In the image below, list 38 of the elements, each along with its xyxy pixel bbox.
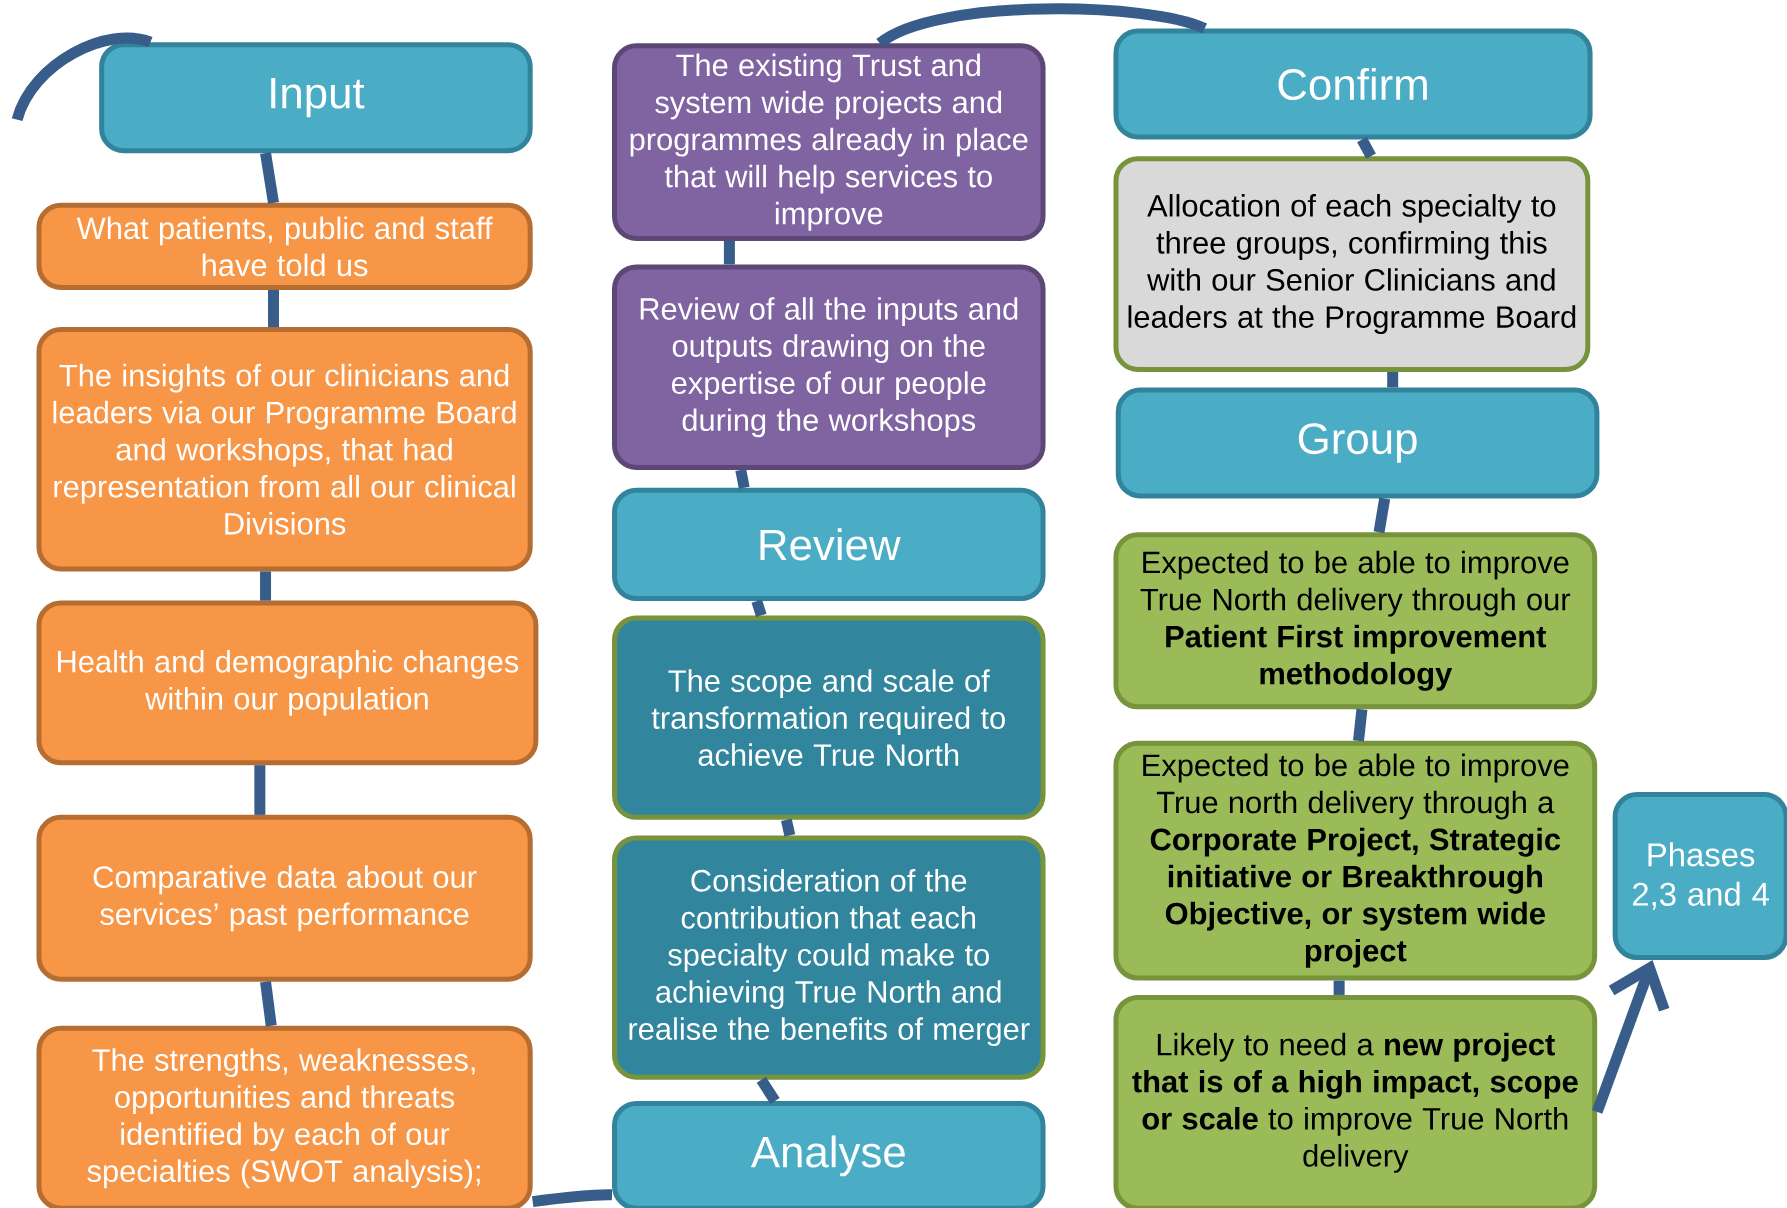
process-box: The existing Trust and system wide projects and programmes already in place that will help services to improve — [612, 43, 1046, 241]
connector-line — [876, 3, 1207, 48]
connector-line — [260, 571, 272, 601]
process-box: The scope and scale of transformation required to achieve True North — [612, 615, 1046, 820]
stage-box: Group — [1115, 387, 1600, 499]
connector-line — [531, 1189, 613, 1208]
connector-line — [1387, 372, 1399, 388]
connector-line — [1353, 708, 1368, 742]
connector-line — [1373, 497, 1391, 534]
process-box: The insights of our clinicians and leaders via our Programme Board and workshops, that had representation from all our clinical Divisions — [36, 327, 533, 572]
connector-line — [1333, 980, 1345, 995]
process-box: Consideration of the contribution that each specialty could make to achieving True North and realise the benefits of merger — [612, 835, 1046, 1080]
stage-box: Review — [612, 487, 1046, 602]
process-box: Health and demographic changes within our population — [36, 600, 539, 766]
stage-box: Confirm — [1113, 28, 1593, 140]
process-box: Expected to be able to improve True North delivery through our Patient First improvement methodology — [1113, 532, 1598, 710]
process-box: Allocation of each specialty to three groups, confirming this with our Senior Clinicians and leaders at the Programme Board — [1113, 156, 1591, 372]
connector-line — [260, 981, 277, 1027]
stage-box: Analyse — [612, 1100, 1046, 1208]
process-box: Review of all the inputs and outputs drawing on the expertise of our people during the workshops — [612, 264, 1046, 470]
stage-box: Input — [99, 42, 533, 154]
connector-line — [723, 240, 735, 265]
connector-line — [781, 818, 796, 837]
process-box: What patients, public and staff have told us — [36, 202, 533, 290]
stage-box: Phases 2,3 and 4 — [1612, 792, 1787, 961]
connector-line — [735, 468, 750, 489]
connector-line — [756, 1076, 780, 1104]
connector-line — [260, 152, 279, 204]
process-box: The strengths, weaknesses, opportunities and threats identified by each of our specialties (SWOT analysis); — [36, 1025, 533, 1208]
process-box: Expected to be able to improve True north delivery through a Corporate Project, Strategic initiative or Breakthrough Objective, or system wide project — [1113, 740, 1598, 981]
connector-line — [751, 599, 767, 618]
arrow — [1591, 960, 1670, 1114]
process-box: Likely to need a new project that is of a high impact, scope or scale to improve True North delivery — [1113, 994, 1598, 1208]
process-box: Comparative data about our services’ past performance — [36, 814, 533, 982]
connector-line — [11, 32, 152, 122]
connector-line — [268, 289, 279, 328]
connector-line — [1357, 136, 1376, 159]
connector-line — [254, 765, 266, 815]
